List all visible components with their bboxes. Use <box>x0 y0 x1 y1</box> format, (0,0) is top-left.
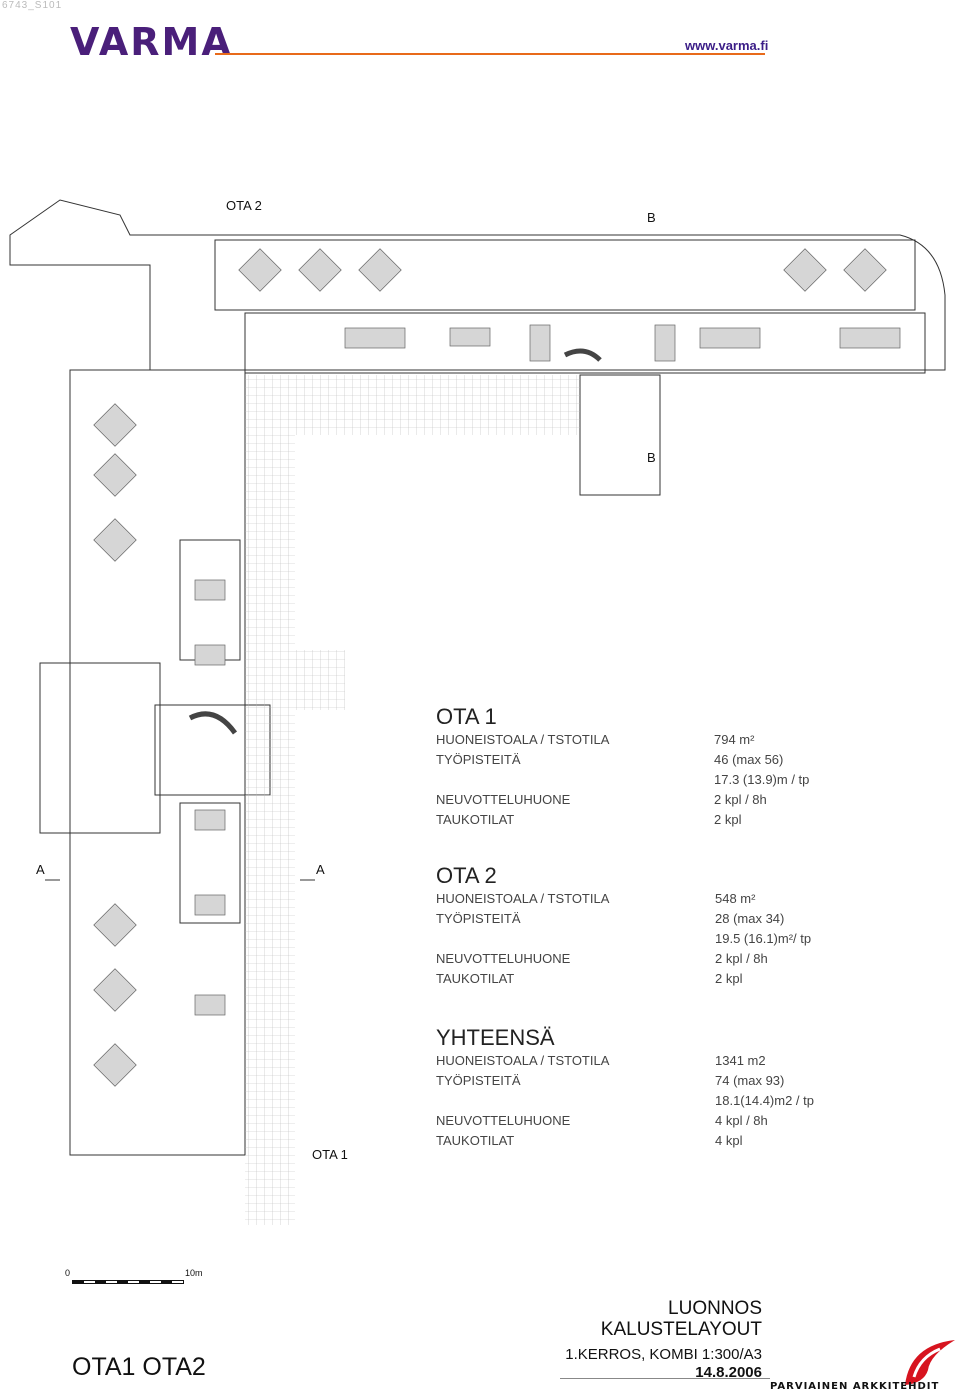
varma-logo: VARMA <box>70 20 233 64</box>
stats-value: 4 kpl <box>715 1133 743 1148</box>
architect-name: PARVIAINEN ARKKITEHDIT <box>770 1381 940 1392</box>
reception-desk <box>188 711 238 735</box>
section-marker-a-left: A <box>36 862 45 877</box>
stats-label: TAUKOTILAT <box>436 971 515 986</box>
stats-value: 2 kpl / 8h <box>715 951 768 966</box>
stats-label: TYÖPISTEITÄ <box>436 911 521 926</box>
stats-value: 548 m² <box>715 891 756 906</box>
terrace-grid-horizontal <box>295 375 580 435</box>
ota2-south-offices <box>244 312 926 374</box>
stats-label: TAUKOTILAT <box>436 812 515 827</box>
stats-label: HUONEISTOALA / TSTOTILA <box>436 891 610 906</box>
core-stair-block <box>39 662 161 834</box>
stats-ota1-title: OTA 1 <box>436 704 497 729</box>
section-marker-b-top: B <box>647 210 656 225</box>
terrace-grid-small <box>295 650 345 710</box>
architect-logo-icon <box>905 1340 955 1385</box>
scale-start: 0 <box>65 1268 71 1278</box>
floor-plan <box>9 199 946 1225</box>
drawing-status: LUONNOS <box>668 1298 762 1319</box>
document-code: 6743_S101 <box>2 0 63 11</box>
drawing-main-title: OTA1 OTA2 <box>72 1353 206 1381</box>
meeting-rooms-ota1-south <box>179 802 241 924</box>
stats-value: 2 kpl / 8h <box>714 792 767 807</box>
ota1-plan-label: OTA 1 <box>312 1147 348 1162</box>
stats-value: 2 kpl <box>714 812 742 827</box>
stats-value: 19.5 (16.1)m²/ tp <box>715 931 812 946</box>
ota2-north-offices <box>214 239 916 311</box>
title-block-divider <box>560 1378 770 1379</box>
header-divider <box>215 53 765 55</box>
reception-desk-ota2 <box>563 348 602 362</box>
stats-label: NEUVOTTELUHUONE <box>436 951 571 966</box>
stats-value: 794 m² <box>714 732 755 747</box>
ota1-outline <box>69 369 246 1156</box>
section-marker-a-right: A <box>316 862 325 877</box>
stats-ota2-title: OTA 2 <box>436 863 497 888</box>
stats-ota1: OTA 1 HUONEISTOALA / TSTOTILA 794 m² TYÖP… <box>436 704 856 830</box>
stats-value: 4 kpl / 8h <box>715 1113 768 1128</box>
stats-value: 2 kpl <box>715 971 743 986</box>
stats-label: TYÖPISTEITÄ <box>436 752 521 767</box>
courtyard-block <box>579 374 661 496</box>
drawing-date: 14.8.2006 <box>695 1364 762 1381</box>
terrace-grid-vertical <box>245 375 295 1225</box>
stats-value: 46 (max 56) <box>714 752 784 767</box>
ota2-outline <box>9 199 946 371</box>
drawing-name: KALUSTELAYOUT <box>600 1319 762 1340</box>
stats-value: 1341 m2 <box>715 1053 766 1068</box>
stats-label: TYÖPISTEITÄ <box>436 1073 521 1088</box>
section-marker-b-bottom: B <box>647 450 656 465</box>
drawing-floor-scale: 1.KERROS, KOMBI 1:300/A3 <box>565 1346 762 1363</box>
stats-total-title: YHTEENSÄ <box>436 1025 555 1050</box>
stats-value: 28 (max 34) <box>715 911 785 926</box>
scale-end: 10m <box>185 1268 203 1278</box>
stats-label: NEUVOTTELUHUONE <box>436 792 571 807</box>
stats-label: HUONEISTOALA / TSTOTILA <box>436 732 610 747</box>
stats-value: 18.1(14.4)m2 / tp <box>715 1093 814 1108</box>
website-link[interactable]: www.varma.fi <box>685 38 769 53</box>
stats-label: TAUKOTILAT <box>436 1133 515 1148</box>
ota2-plan-label: OTA 2 <box>226 198 262 213</box>
stats-value: 17.3 (13.9)m / tp <box>714 772 810 787</box>
stats-ota2: OTA 2 HUONEISTOALA / TSTOTILA 548 m² TYÖP… <box>436 863 856 989</box>
scale-bar <box>72 1280 184 1284</box>
stats-label: HUONEISTOALA / TSTOTILA <box>436 1053 610 1068</box>
stats-value: 74 (max 93) <box>715 1073 785 1088</box>
stats-label: NEUVOTTELUHUONE <box>436 1113 571 1128</box>
